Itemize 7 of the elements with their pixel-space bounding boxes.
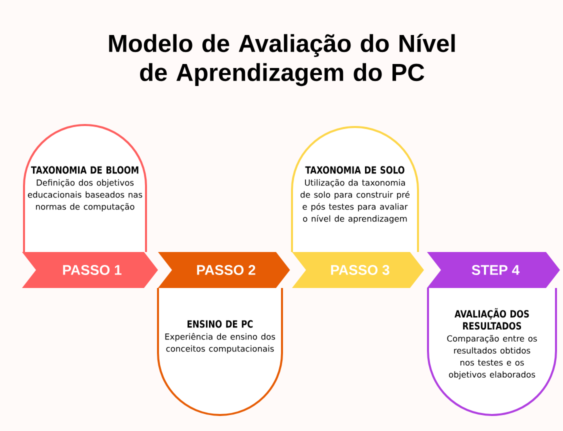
chevron-step: PASSO 3 bbox=[292, 252, 424, 288]
chevron-step: PASSO 1 bbox=[22, 252, 158, 288]
chevron-step: PASSO 2 bbox=[158, 252, 290, 288]
arch-card: ENSINO DE PC Experiência de ensino dos conceitos computacionais bbox=[157, 288, 283, 416]
title: Modelo de Avaliação do Nível de Aprendizagem do PC bbox=[109, 34, 455, 86]
arch-card: AVALIAÇÃO DOS RESULTADOS Comparação entre os resultados obtidos nos testes e os objetivos elaborados bbox=[427, 288, 557, 416]
chevron-step: STEP 4 bbox=[427, 252, 560, 288]
